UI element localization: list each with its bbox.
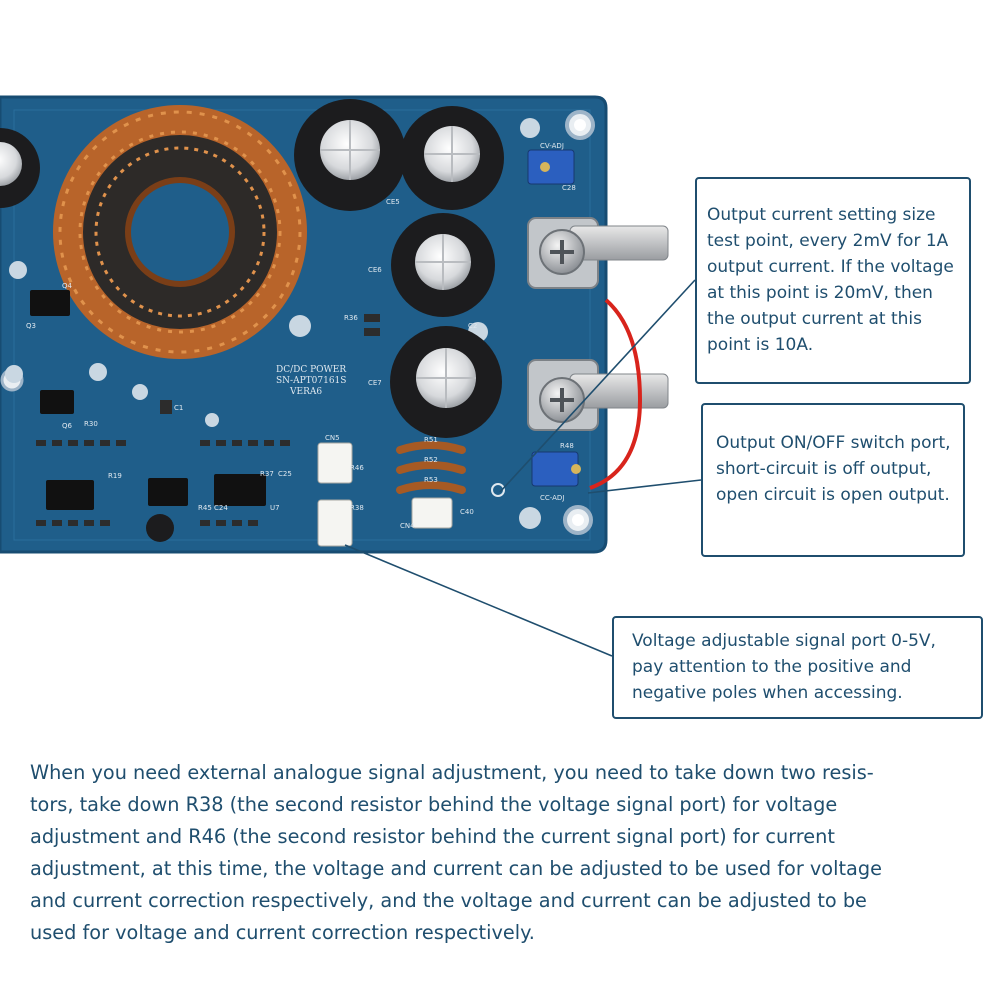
svg-text:R38: R38 (350, 504, 364, 512)
ics (30, 290, 266, 510)
svg-text:CE5: CE5 (386, 198, 400, 206)
instruction-line: adjustment and R46 (the second resistor … (30, 825, 835, 848)
board-marking: DC/DC POWER SN-APT07161S VERA6 (276, 365, 346, 397)
instruction-line: and current correction respectively, and… (30, 889, 867, 912)
svg-text:CE6: CE6 (368, 266, 382, 274)
svg-text:CN4: CN4 (400, 522, 415, 530)
capacitor-top-right (400, 106, 504, 210)
leader-line-2 (587, 479, 702, 494)
svg-text:C40: C40 (460, 508, 474, 516)
instruction-line: used for voltage and current correction … (30, 921, 535, 944)
board-marking-line-1: DC/DC POWER (276, 365, 346, 375)
vias (5, 118, 541, 529)
test-point (491, 483, 505, 497)
svg-text:R46: R46 (350, 464, 364, 472)
smd-components (36, 314, 380, 526)
callout-voltage-signal-port: Voltage adjustable signal port 0-5V, pay… (612, 616, 983, 719)
small-capacitor (146, 514, 174, 542)
capacitor-left-edge (0, 128, 40, 208)
potentiometers (527, 149, 581, 487)
svg-text:R45: R45 (198, 504, 212, 512)
instruction-line: adjustment, at this time, the voltage an… (30, 857, 882, 880)
svg-text:R19: R19 (108, 472, 122, 480)
board-marking-line-2: SN-APT07161S (276, 376, 346, 386)
svg-text:R53: R53 (424, 476, 438, 484)
svg-text:Q4: Q4 (62, 282, 73, 290)
svg-text:CE7: CE7 (368, 379, 382, 387)
svg-text:C28: C28 (562, 184, 576, 192)
instruction-line: tors, take down R38 (the second resistor… (30, 793, 838, 816)
svg-text:C1: C1 (174, 404, 183, 412)
svg-text:R52: R52 (424, 456, 438, 464)
board-marking-line-3: VERA6 (289, 387, 322, 397)
callout-current-test-point: Output current setting size test point, … (695, 177, 971, 384)
instruction-paragraph: When you need external analogue signal a… (30, 757, 970, 949)
toroid-inductor (53, 105, 307, 359)
callout-on-off-port-text: Output ON/OFF switch port, short-circuit… (716, 433, 951, 505)
svg-text:R37: R37 (260, 470, 274, 478)
output-terminals (527, 217, 669, 431)
silkscreen-labels: CV-ADJ CC-ADJ CN5 CN4 C40 R51 R52 R53 R4… (26, 142, 576, 530)
svg-text:C24: C24 (214, 504, 228, 512)
svg-text:CC-ADJ: CC-ADJ (540, 494, 564, 502)
capacitor-ce5 (294, 99, 406, 211)
leader-line-1 (499, 279, 696, 493)
callout-on-off-port: Output ON/OFF switch port, short-circuit… (701, 403, 965, 557)
svg-text:Q6: Q6 (62, 422, 73, 430)
svg-text:R48: R48 (560, 442, 574, 450)
red-wire (589, 298, 643, 490)
instruction-line: When you need external analogue signal a… (30, 761, 874, 784)
svg-text:CV-ADJ: CV-ADJ (540, 142, 564, 150)
leader-lines (344, 279, 702, 657)
svg-text:R51: R51 (424, 436, 438, 444)
svg-text:C25: C25 (278, 470, 292, 478)
signal-connectors (317, 442, 453, 547)
svg-text:CN5: CN5 (325, 434, 340, 442)
shunt-resistors (396, 441, 466, 494)
svg-text:R36: R36 (344, 314, 358, 322)
capacitor-ce6 (391, 213, 495, 317)
svg-text:C2: C2 (468, 322, 477, 330)
svg-text:Q3: Q3 (26, 322, 36, 330)
callout-current-test-point-text: Output current setting size test point, … (707, 205, 954, 355)
capacitor-ce7 (390, 326, 502, 438)
callout-voltage-signal-port-text: Voltage adjustable signal port 0-5V, pay… (632, 631, 936, 703)
leader-line-3 (344, 544, 613, 657)
svg-text:U7: U7 (270, 504, 280, 512)
svg-text:R30: R30 (84, 420, 98, 428)
capacitors (0, 99, 504, 438)
